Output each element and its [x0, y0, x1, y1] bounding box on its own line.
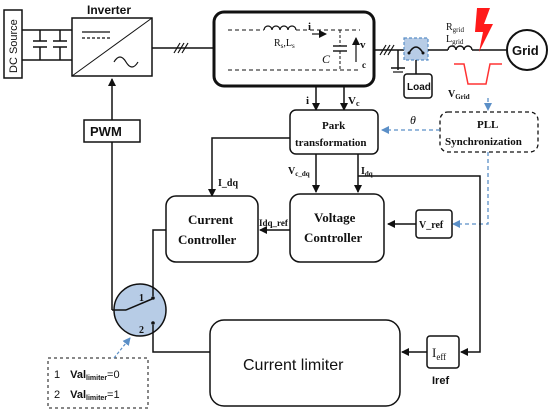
i-eff-label: Ieff [432, 345, 446, 362]
signal-iref-label: Iref [432, 375, 449, 387]
voltage-controller-block: Voltage Controller [289, 193, 385, 263]
switch-position-2: 2 [139, 325, 144, 336]
lc-filter-block: Rs,Ls i C v c [212, 10, 376, 88]
signal-i-label: i [306, 95, 309, 107]
inverter-block: Inverter [71, 3, 153, 77]
v-ref-label: V_ref [419, 220, 444, 231]
inverter-label: Inverter [87, 3, 131, 17]
grid-voltage-fault-trace [454, 63, 502, 85]
signal-i-dq-label: I_dq [218, 178, 238, 189]
current-controller-block: Current Controller [165, 195, 259, 263]
load-block: Load [403, 73, 433, 99]
filter-rs-ls-label: Rs,Ls [274, 38, 295, 50]
grid-impedance-r: Rgrid [446, 22, 464, 34]
load-label: Load [407, 82, 431, 93]
filter-voltage-v: v [360, 39, 366, 51]
signal-i-dq-label-2: Idq [361, 166, 373, 178]
current-limiter-block: Current limiter [209, 319, 401, 407]
voltage-controller-line2: Controller [304, 230, 362, 245]
grid-breaker-switch[interactable] [403, 37, 429, 61]
signal-idq-ref-label: Idq_ref [259, 218, 289, 228]
pll-label-line2: Synchronization [445, 136, 522, 148]
dc-source-label: DC Source [8, 19, 20, 73]
signal-vc-dq-label: Vc_dq [288, 166, 310, 178]
park-label-line2: transformation [295, 137, 367, 149]
voltage-controller-line1: Voltage [314, 210, 356, 225]
filter-capacitor-label: C [322, 52, 331, 66]
signal-vc-label: Vc [348, 95, 360, 108]
pwm-label: PWM [90, 124, 122, 139]
controller-selector-switch[interactable]: 1 2 [111, 275, 167, 337]
current-controller-line1: Current [188, 212, 234, 227]
park-transformation-block: Park transformation [289, 109, 379, 155]
filter-current-label: i [308, 21, 311, 33]
ac-symbol-sine [113, 56, 139, 68]
filter-inductor [263, 25, 297, 31]
grid-source [506, 29, 548, 71]
pll-label-line1: PLL [477, 119, 498, 131]
i-eff-block: Ieff [426, 335, 460, 369]
grid-inductor [447, 45, 473, 51]
current-controller-line2: Controller [178, 232, 236, 247]
switch-position-1: 1 [139, 293, 144, 304]
grid-label: Grid [512, 43, 539, 58]
v-ref-block: V_ref [415, 209, 453, 239]
fault-lightning-icon [475, 8, 493, 52]
filter-voltage-c: c [362, 60, 366, 70]
signal-theta-label: θ [410, 113, 416, 127]
grid-impedance-l: Lgrid [446, 34, 464, 46]
pwm-block: PWM [83, 119, 141, 143]
current-limiter-label: Current limiter [243, 357, 344, 374]
grid-voltage-label: VGrid [448, 89, 470, 101]
park-label-line1: Park [322, 120, 346, 132]
dc-source-block: DC Source [3, 9, 72, 79]
pll-block: PLL Synchronization [439, 111, 539, 153]
